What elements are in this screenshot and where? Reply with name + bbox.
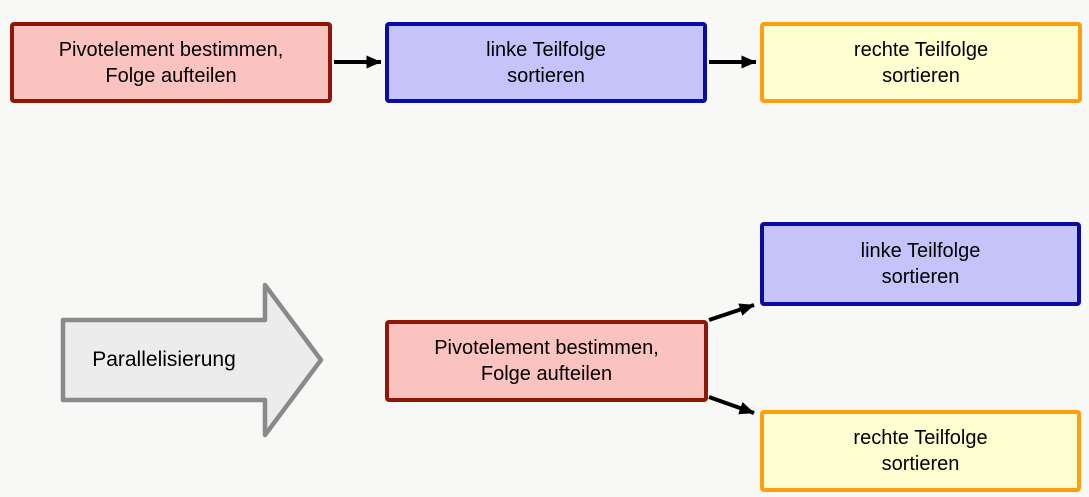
arrow-par-pivot-to-right bbox=[708, 395, 755, 415]
box-text-line2: sortieren bbox=[882, 64, 960, 87]
box-text-line1: linke Teilfolge bbox=[486, 38, 606, 61]
box-text-line1: Pivotelement bestimmen, bbox=[58, 38, 284, 61]
parallelisierung-arrow bbox=[60, 282, 324, 438]
box-text-line2: Folge aufteilen bbox=[480, 363, 613, 385]
box-text-line2: Folge aufteilen bbox=[105, 64, 237, 87]
box-text-line2: sortieren bbox=[881, 266, 960, 288]
box-text-line2: sortieren bbox=[881, 453, 960, 475]
seq-pivot-box: Pivotelement bestimmen, Folge aufteilen bbox=[10, 22, 332, 103]
parallelisierung-label: Parallelisierung bbox=[92, 348, 236, 371]
par-pivot-box: Pivotelement bestimmen, Folge aufteilen bbox=[385, 320, 708, 402]
box-text-line1: Pivotelement bestimmen, bbox=[434, 337, 659, 359]
seq-right-box: rechte Teilfolge sortieren bbox=[760, 22, 1082, 103]
box-text-line2: sortieren bbox=[507, 64, 585, 87]
par-left-box: linke Teilfolge sortieren bbox=[760, 222, 1081, 306]
box-text-line1: linke Teilfolge bbox=[860, 240, 981, 262]
par-right-box: rechte Teilfolge sortieren bbox=[760, 410, 1081, 492]
box-text-line1: rechte Teilfolge bbox=[853, 427, 988, 449]
arrow-par-pivot-to-left bbox=[708, 303, 755, 322]
seq-left-box: linke Teilfolge sortieren bbox=[385, 22, 707, 103]
box-text-line1: rechte Teilfolge bbox=[853, 38, 989, 61]
